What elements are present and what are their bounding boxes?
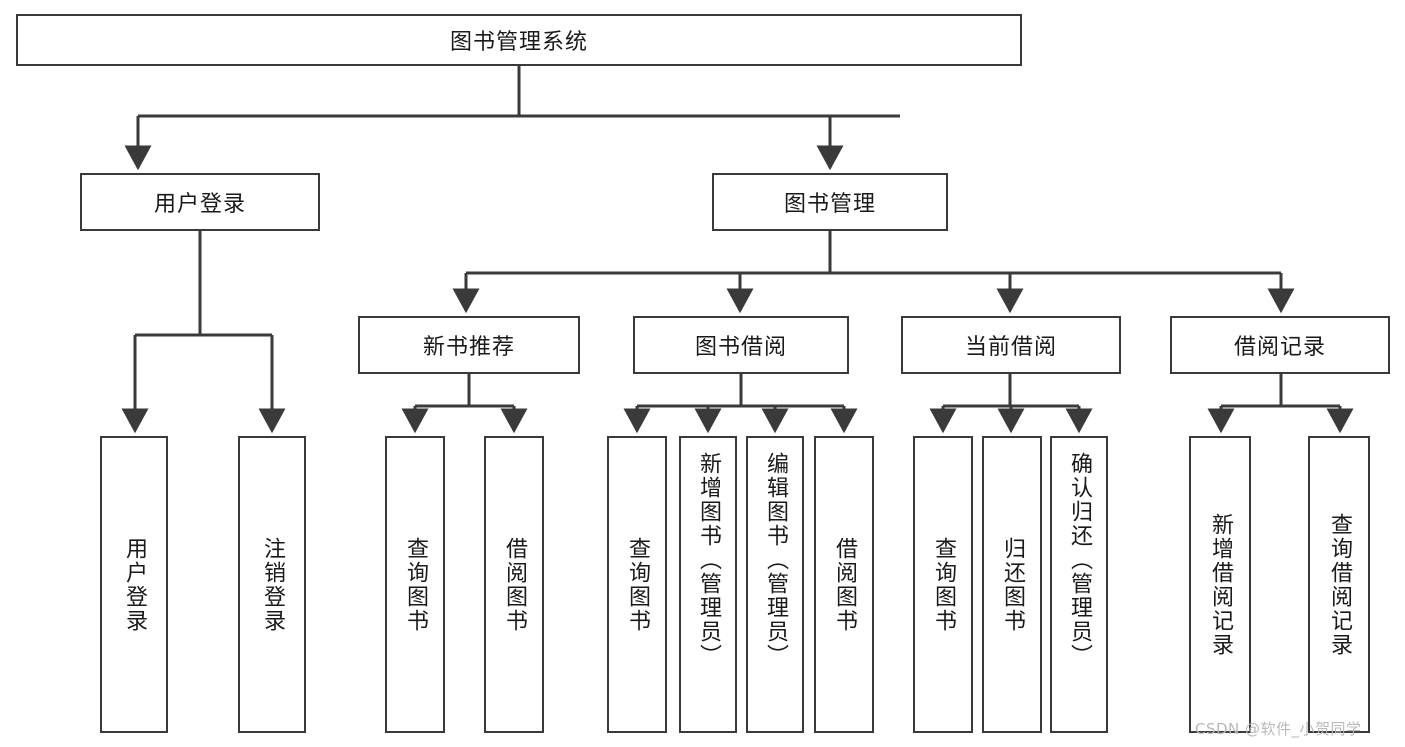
- leaf-label: 查询借阅记录: [1326, 512, 1352, 657]
- leaf-user-login[interactable]: 用户登录: [100, 436, 168, 733]
- leaf-query-book-borrow[interactable]: 查询图书: [607, 436, 667, 733]
- leaf-label: 新增图书（管理员）: [695, 452, 721, 668]
- leaf-borrow-book-newbook[interactable]: 借阅图书: [484, 436, 544, 733]
- leaf-query-book-newbook[interactable]: 查询图书: [385, 436, 445, 733]
- node-book-borrow[interactable]: 图书借阅: [633, 316, 849, 374]
- leaf-borrow-book-borrow[interactable]: 借阅图书: [814, 436, 874, 733]
- leaf-label: 借阅图书: [831, 536, 857, 633]
- node-root-label: 图书管理系统: [449, 30, 588, 55]
- leaf-query-borrow-record[interactable]: 查询借阅记录: [1308, 436, 1370, 733]
- leaf-edit-book-admin[interactable]: 编辑图书（管理员）: [746, 436, 804, 733]
- node-book-management[interactable]: 图书管理: [712, 173, 948, 231]
- leaf-label: 查询图书: [624, 536, 650, 633]
- leaf-label: 确认归还（管理员）: [1066, 452, 1092, 668]
- node-new-book-recommend[interactable]: 新书推荐: [358, 316, 580, 374]
- node-user-login-label: 用户登录: [153, 192, 246, 217]
- node-borrow-records[interactable]: 借阅记录: [1170, 316, 1390, 374]
- leaf-label: 注销登录: [259, 536, 285, 633]
- node-root[interactable]: 图书管理系统: [16, 14, 1022, 66]
- node-user-login[interactable]: 用户登录: [80, 173, 320, 231]
- leaf-add-book-admin[interactable]: 新增图书（管理员）: [679, 436, 737, 733]
- leaf-label: 借阅图书: [501, 536, 527, 633]
- node-current-borrow[interactable]: 当前借阅: [901, 316, 1121, 374]
- leaf-confirm-return-admin[interactable]: 确认归还（管理员）: [1050, 436, 1108, 733]
- node-current-borrow-label: 当前借阅: [964, 335, 1057, 360]
- leaf-return-book[interactable]: 归还图书: [982, 436, 1042, 733]
- node-borrow-records-label: 借阅记录: [1233, 335, 1326, 360]
- leaf-query-book-current[interactable]: 查询图书: [913, 436, 973, 733]
- leaf-add-borrow-record[interactable]: 新增借阅记录: [1189, 436, 1251, 733]
- leaf-label: 新增借阅记录: [1207, 512, 1233, 657]
- node-new-book-recommend-label: 新书推荐: [422, 335, 515, 360]
- node-book-borrow-label: 图书借阅: [694, 335, 787, 360]
- node-book-management-label: 图书管理: [783, 192, 876, 217]
- leaf-label: 归还图书: [999, 536, 1025, 633]
- leaf-logout-login[interactable]: 注销登录: [238, 436, 306, 733]
- leaf-label: 编辑图书（管理员）: [762, 452, 788, 668]
- csdn-watermark: CSDN @软件_小贺同学: [1195, 720, 1362, 738]
- leaf-label: 查询图书: [402, 536, 428, 633]
- leaf-label: 用户登录: [121, 536, 147, 633]
- leaf-label: 查询图书: [930, 536, 956, 633]
